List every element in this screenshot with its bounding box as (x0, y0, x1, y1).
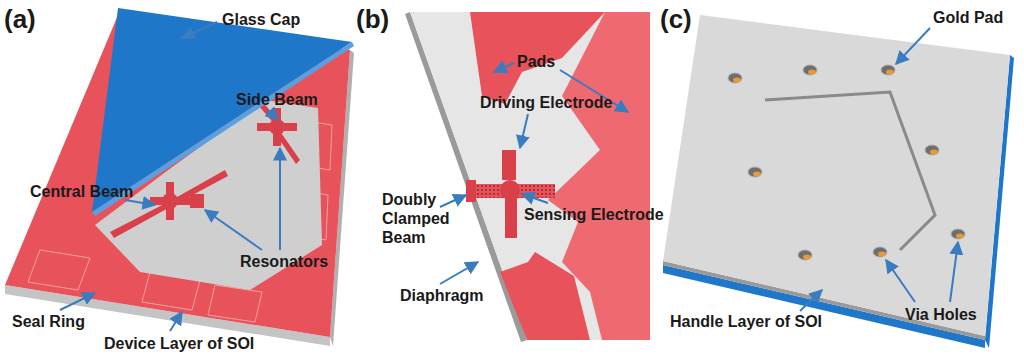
part-label: Driving Electrode (480, 93, 612, 112)
part-label: Central Beam (30, 182, 133, 201)
part-label: Handle Layer of SOI (670, 312, 822, 331)
part-label: Seal Ring (12, 312, 85, 331)
part-label: Doubly Clamped Beam (382, 190, 454, 247)
panel-letter: (b) (356, 4, 389, 34)
part-label: Resonators (240, 252, 328, 271)
part-label: Via Holes (905, 305, 977, 324)
panel-letter: (a) (4, 4, 36, 34)
part-label: Gold Pad (933, 8, 1003, 27)
part-label: Side Beam (236, 90, 318, 109)
part-label: Device Layer of SOI (104, 334, 254, 353)
panel-letter: (c) (660, 4, 692, 34)
part-label: Glass Cap (222, 10, 300, 29)
part-label: Diaphragm (400, 286, 484, 305)
part-label: Pads (517, 52, 555, 71)
part-label: Sensing Electrode (524, 205, 664, 224)
